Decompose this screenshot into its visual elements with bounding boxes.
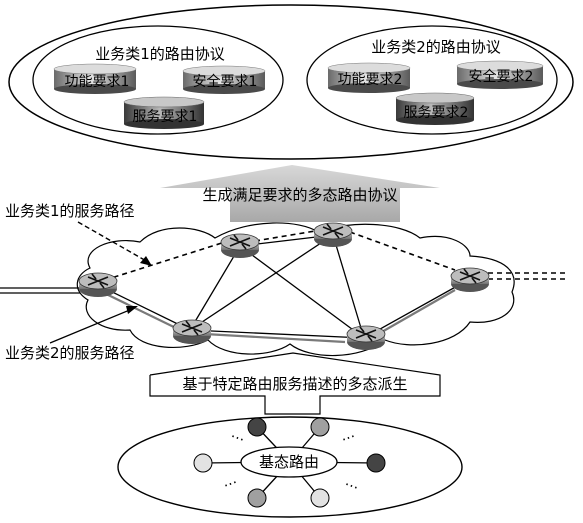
security-req-2-label: 安全要求2 (469, 68, 534, 85)
derivation-label: 基于特定路由服务描述的多态派生 (182, 375, 407, 393)
path-1-pointer (77, 221, 149, 263)
generate-arrow: 生成满足要求的多态路由协议 (160, 165, 440, 222)
derived-node-dark (366, 453, 386, 473)
service-path-1-label: 业务类1的服务路径 (5, 202, 135, 220)
router-icon (346, 325, 386, 350)
router-icon (78, 272, 118, 297)
router-icon (313, 222, 353, 247)
functional-req-1-cylinder: 功能要求1 (53, 63, 137, 94)
functional-req-2-label: 功能要求2 (338, 72, 403, 88)
router-icon (450, 267, 490, 292)
ellipsis-mark: ⋯ (342, 476, 361, 496)
ellipsis-mark: ⋯ (221, 474, 240, 494)
service-path-2-label: 业务类2的服务路径 (5, 344, 135, 362)
derived-node-gray (310, 417, 330, 437)
service-req-1-cylinder: 服务要求1 (123, 96, 205, 129)
outer-protocol-ellipse (8, 4, 574, 160)
base-routing-center (240, 446, 338, 478)
generate-arrow-label: 生成满足要求的多态路由协议 (202, 186, 397, 204)
security-req-1-cylinder: 安全要求1 (182, 65, 266, 94)
path-2-pointer (49, 308, 133, 344)
ellipsis-mark: ⋯ (339, 428, 358, 448)
derived-node-light (310, 488, 330, 508)
service-path-2 (99, 289, 456, 344)
network-cloud (76, 222, 515, 357)
base-routing-group: 基态路由 ⋯ ⋯ ⋯ ⋯ (117, 416, 463, 518)
protocol-2-ellipse (306, 25, 558, 135)
service-path-1 (104, 230, 565, 281)
derived-node-dark (247, 417, 267, 437)
derivation-arrow: 基于特定路由服务描述的多态派生 (149, 352, 441, 415)
routing-protocols-panel: 业务类1的路由协议 功能要求1 安全要求1 服务要求1 (8, 4, 574, 160)
derivation-arrow-outline (149, 352, 441, 415)
protocol-1-title: 业务类1的路由协议 (95, 45, 225, 63)
base-routing-ellipse (117, 416, 463, 518)
derived-node-gray (247, 488, 267, 508)
protocol-2-title: 业务类2的路由协议 (371, 38, 501, 56)
service-req-1-label: 服务要求1 (133, 109, 198, 125)
network-cloud-group: 业务类1的服务路径 业务类2的服务路径 (0, 202, 565, 362)
router-icon (220, 233, 260, 258)
derived-node-light (193, 453, 213, 473)
protocol-1-ellipse (32, 25, 284, 135)
generate-arrow-shape (160, 165, 440, 222)
router-icon (172, 319, 212, 344)
protocol-2-group: 业务类2的路由协议 功能要求2 安全要求2 服务要求2 (306, 25, 558, 135)
service-req-2-cylinder: 服务要求2 (395, 92, 475, 125)
path-1-pointer-head (140, 256, 152, 266)
base-routing-label: 基态路由 (259, 453, 319, 471)
protocol-1-group: 业务类1的路由协议 功能要求1 安全要求1 服务要求1 (32, 25, 284, 135)
security-req-2-cylinder: 安全要求2 (456, 60, 544, 89)
functional-req-2-cylinder: 功能要求2 (327, 62, 411, 93)
ellipsis-mark: ⋯ (228, 428, 247, 448)
path-2-pointer-head (126, 306, 138, 314)
service-req-2-label: 服务要求2 (404, 105, 469, 121)
functional-req-1-label: 功能要求1 (65, 74, 130, 90)
security-req-1-label: 安全要求1 (193, 73, 258, 90)
